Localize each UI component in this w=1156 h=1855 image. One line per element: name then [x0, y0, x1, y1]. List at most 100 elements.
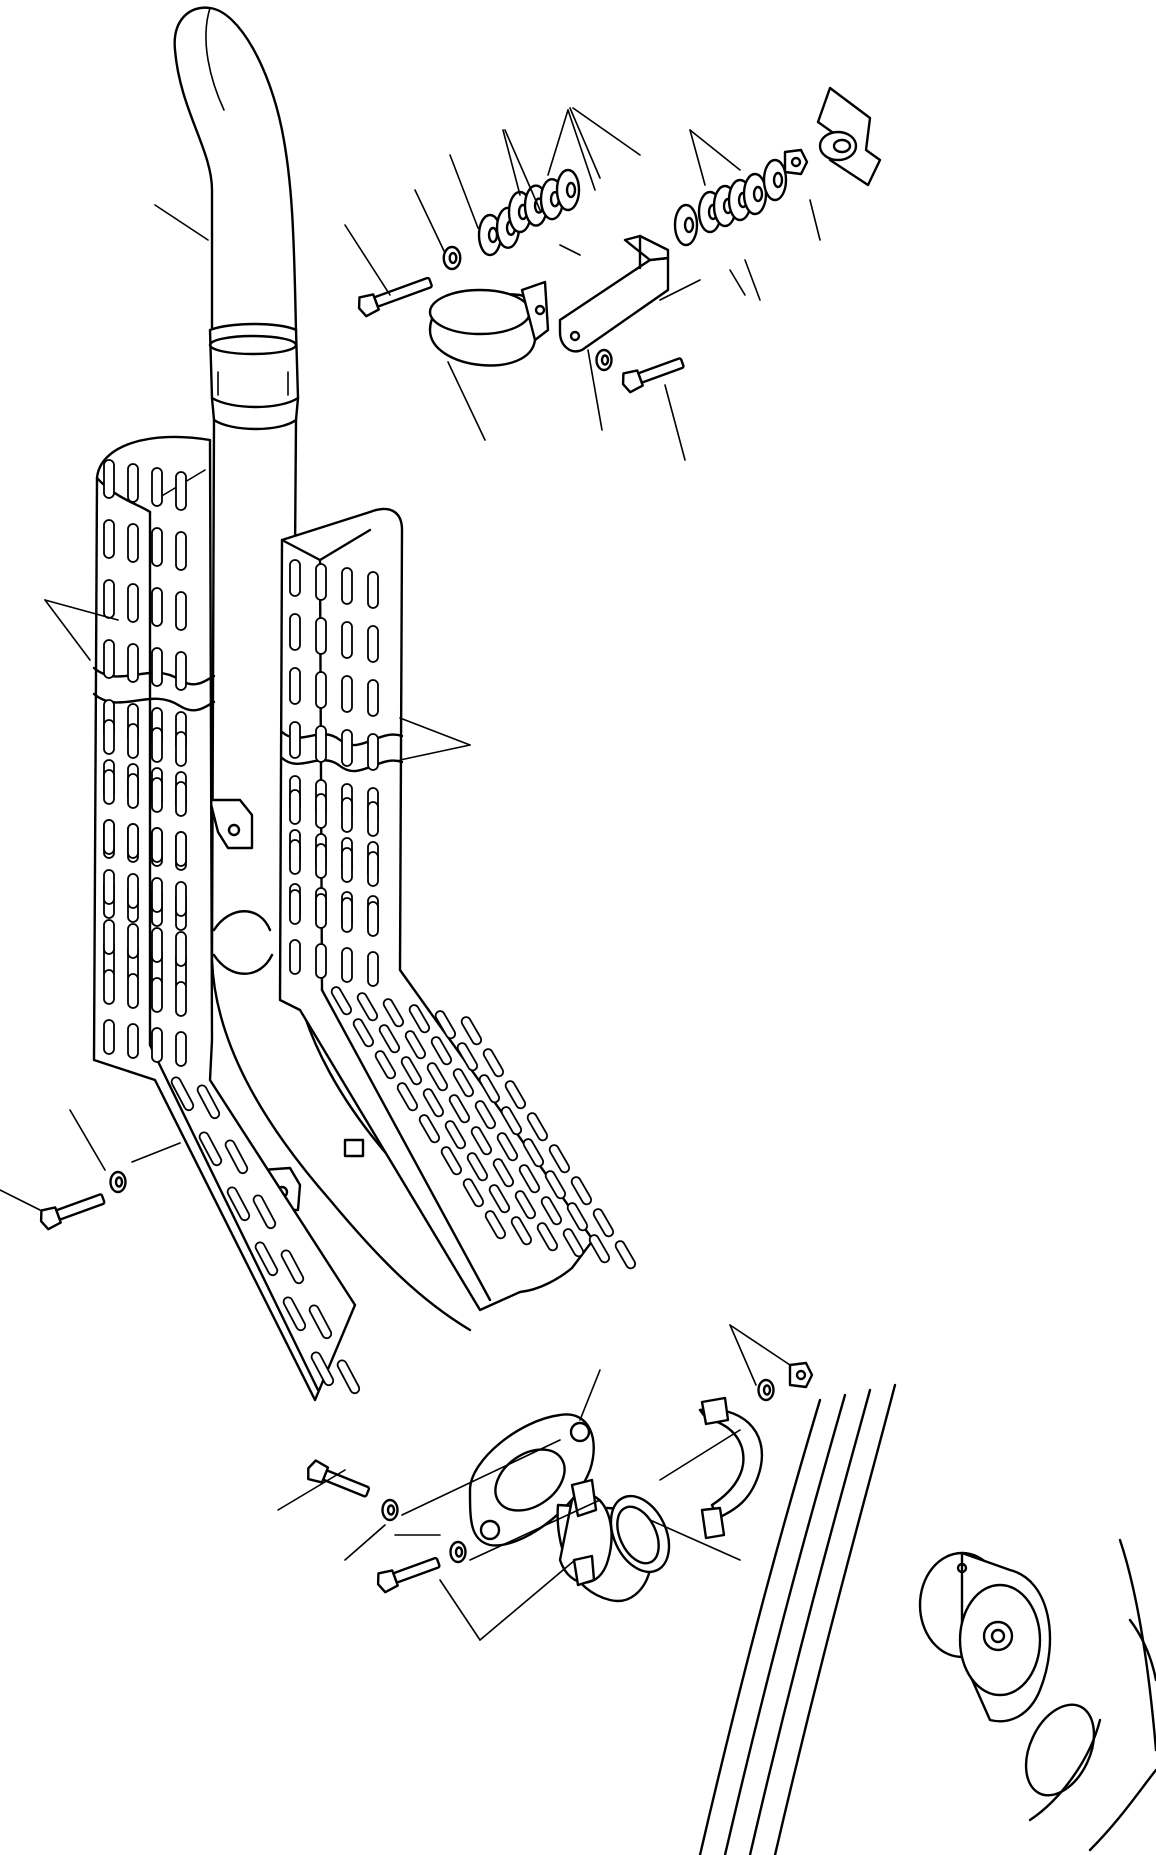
perforation-slot	[175, 731, 187, 767]
perforation-slot	[103, 819, 115, 855]
perforation-slot	[198, 1131, 223, 1167]
bolt-shank	[392, 1556, 441, 1584]
perforation-slot	[127, 723, 139, 759]
perforation-slot	[151, 977, 163, 1013]
leader-line	[809, 199, 821, 241]
engine-housing	[698, 1383, 1156, 1855]
leader-line	[399, 717, 471, 746]
perforation-slot	[315, 563, 327, 601]
perforation-slot	[400, 1056, 423, 1086]
hex-nut	[788, 1361, 814, 1389]
perforation-slot	[151, 877, 163, 913]
washer-hole	[565, 181, 577, 199]
bolt-head	[307, 1459, 330, 1484]
perforation-slot	[444, 1120, 467, 1150]
hex-bolt	[307, 1459, 371, 1498]
perforation-slot	[175, 591, 187, 631]
bolt-shank	[373, 276, 433, 308]
bolt-head	[621, 369, 644, 394]
perforation-slot	[566, 1202, 589, 1232]
hex-bolt	[39, 1193, 106, 1231]
perforation-slot	[289, 889, 301, 925]
washer-hole	[772, 171, 784, 189]
perforation-slot	[367, 571, 379, 609]
perforation-slot	[226, 1186, 251, 1222]
perforation-slot	[252, 1194, 277, 1230]
perforation-slot	[526, 1112, 549, 1142]
perforation-slot	[540, 1196, 563, 1226]
leader-line	[659, 279, 701, 301]
perforation-slot	[500, 1106, 523, 1136]
perforation-slot	[367, 679, 379, 717]
perforation-slot	[496, 1132, 519, 1162]
washer	[442, 245, 462, 271]
perforation-slot	[448, 1094, 471, 1124]
perforation-slot	[127, 973, 139, 1009]
perforation-slot	[289, 559, 301, 597]
leader-line	[559, 244, 581, 256]
perforation-slot	[367, 625, 379, 663]
perforation-slot	[430, 1036, 453, 1066]
perforation-slot	[103, 639, 115, 679]
perforation-slot	[315, 671, 327, 709]
perforation-slot	[103, 719, 115, 755]
perforation-slot	[127, 523, 139, 563]
bolt-head	[357, 293, 380, 318]
perforation-slot	[352, 1018, 375, 1048]
perforation-slot	[127, 583, 139, 623]
engine-mount-boss	[918, 1551, 1052, 1723]
perforation-slot	[151, 727, 163, 763]
perforation-slot	[378, 1024, 401, 1054]
perforation-slot	[460, 1016, 483, 1046]
perforation-slot	[418, 1114, 441, 1144]
perforation-slot	[422, 1088, 445, 1118]
perforation-slot	[341, 729, 353, 767]
nut-hole	[795, 1369, 807, 1381]
washer-hole	[752, 185, 764, 203]
leader-line	[504, 129, 541, 211]
perforation-slot	[588, 1234, 611, 1264]
perforation-slot	[224, 1139, 249, 1175]
leader-line	[414, 189, 446, 254]
mounting-bracket	[558, 234, 670, 353]
washer-hole	[454, 1546, 464, 1558]
perforation-slot	[382, 998, 405, 1028]
leader-line	[664, 384, 686, 461]
leader-line	[131, 1142, 181, 1163]
washer	[595, 348, 613, 372]
perforation-slot	[315, 893, 327, 929]
perforation-slot	[151, 1027, 163, 1063]
bolt-shank	[55, 1193, 106, 1221]
perforation-slot	[175, 781, 187, 817]
leader-line	[729, 269, 746, 296]
leader-line	[729, 1324, 757, 1386]
perforation-slot	[315, 793, 327, 829]
perforation-slot	[462, 1178, 485, 1208]
perforation-slot	[341, 897, 353, 933]
perforation-slot	[151, 587, 163, 627]
perforation-slot	[367, 951, 379, 987]
perforation-slot	[341, 567, 353, 605]
perforation-slot	[151, 647, 163, 687]
leader-line	[469, 1499, 601, 1561]
nut-hole	[790, 156, 802, 168]
perforation-slot	[470, 1126, 493, 1156]
perforation-slot	[127, 923, 139, 959]
perforation-slot	[289, 721, 301, 759]
leader-line	[689, 129, 741, 171]
bolt-head	[39, 1206, 62, 1231]
perforation-slot	[151, 777, 163, 813]
washer	[109, 1170, 127, 1194]
perforation-slot	[452, 1068, 475, 1098]
perforation-slot	[127, 643, 139, 683]
leader-line	[401, 1439, 561, 1516]
perforation-slot	[404, 1030, 427, 1060]
perforation-slot	[408, 1004, 431, 1034]
perforation-slot	[151, 927, 163, 963]
perforation-slot	[315, 725, 327, 763]
perforated-heat-shield-right	[278, 507, 637, 1312]
leader-line	[744, 259, 761, 301]
perforation-slot	[315, 617, 327, 655]
perforation-slot	[289, 789, 301, 825]
